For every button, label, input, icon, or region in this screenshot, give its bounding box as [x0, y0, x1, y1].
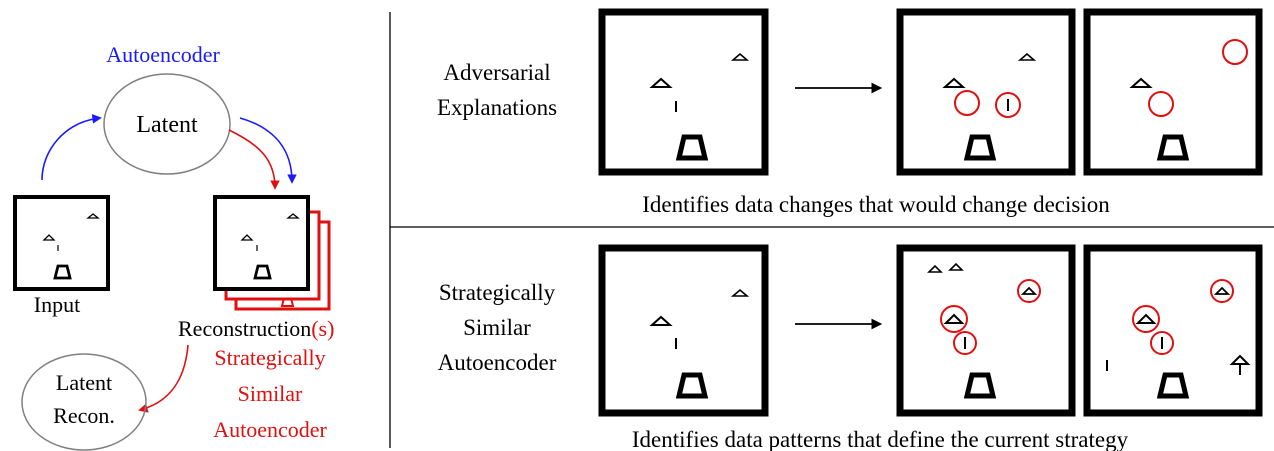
autoencoder-label: Autoencoder — [106, 42, 220, 67]
bottom-label-line-3: Autoencoder — [438, 350, 557, 375]
latent-label: Latent — [136, 112, 198, 138]
top-frame-perturbed-2 — [1083, 8, 1263, 176]
bottom-label-line-2: Similar — [463, 315, 531, 340]
bottom-frame-similar-1 — [896, 244, 1076, 417]
latent-recon-line-2: Recon. — [53, 403, 115, 428]
ssa-left-line-2: Similar — [238, 381, 303, 406]
decode-arrow — [239, 117, 297, 184]
top-frame-perturbed-1 — [896, 8, 1076, 176]
latent-recon-line-1: Latent — [56, 370, 112, 395]
top-label-line-1: Adversarial — [443, 60, 550, 85]
latent-ellipse — [103, 73, 231, 175]
ssa-left-line-1: Strategically — [214, 345, 325, 370]
input-label: Input — [34, 292, 80, 317]
top-label-line-2: Explanations — [437, 95, 557, 120]
bottom-label-line-1: Strategically — [439, 280, 556, 305]
ssa-left-line-3: Autoencoder — [213, 417, 327, 442]
latent-recon-ellipse — [21, 353, 147, 451]
encode-arrow — [41, 114, 102, 181]
top-caption: Identifies data changes that would chang… — [642, 192, 1110, 217]
bottom-frame-similar-2 — [1083, 244, 1263, 417]
latent-recon-arrow — [138, 344, 189, 413]
input-frame — [13, 195, 110, 291]
reconstruction-stack — [213, 195, 331, 311]
ssa-decode-arrow — [228, 129, 280, 190]
bottom-frame-original — [598, 244, 769, 417]
top-frame-original — [598, 8, 769, 176]
reconstruction-label: Reconstruction(s) — [178, 316, 334, 341]
bottom-caption: Identifies data patterns that define the… — [632, 427, 1129, 451]
